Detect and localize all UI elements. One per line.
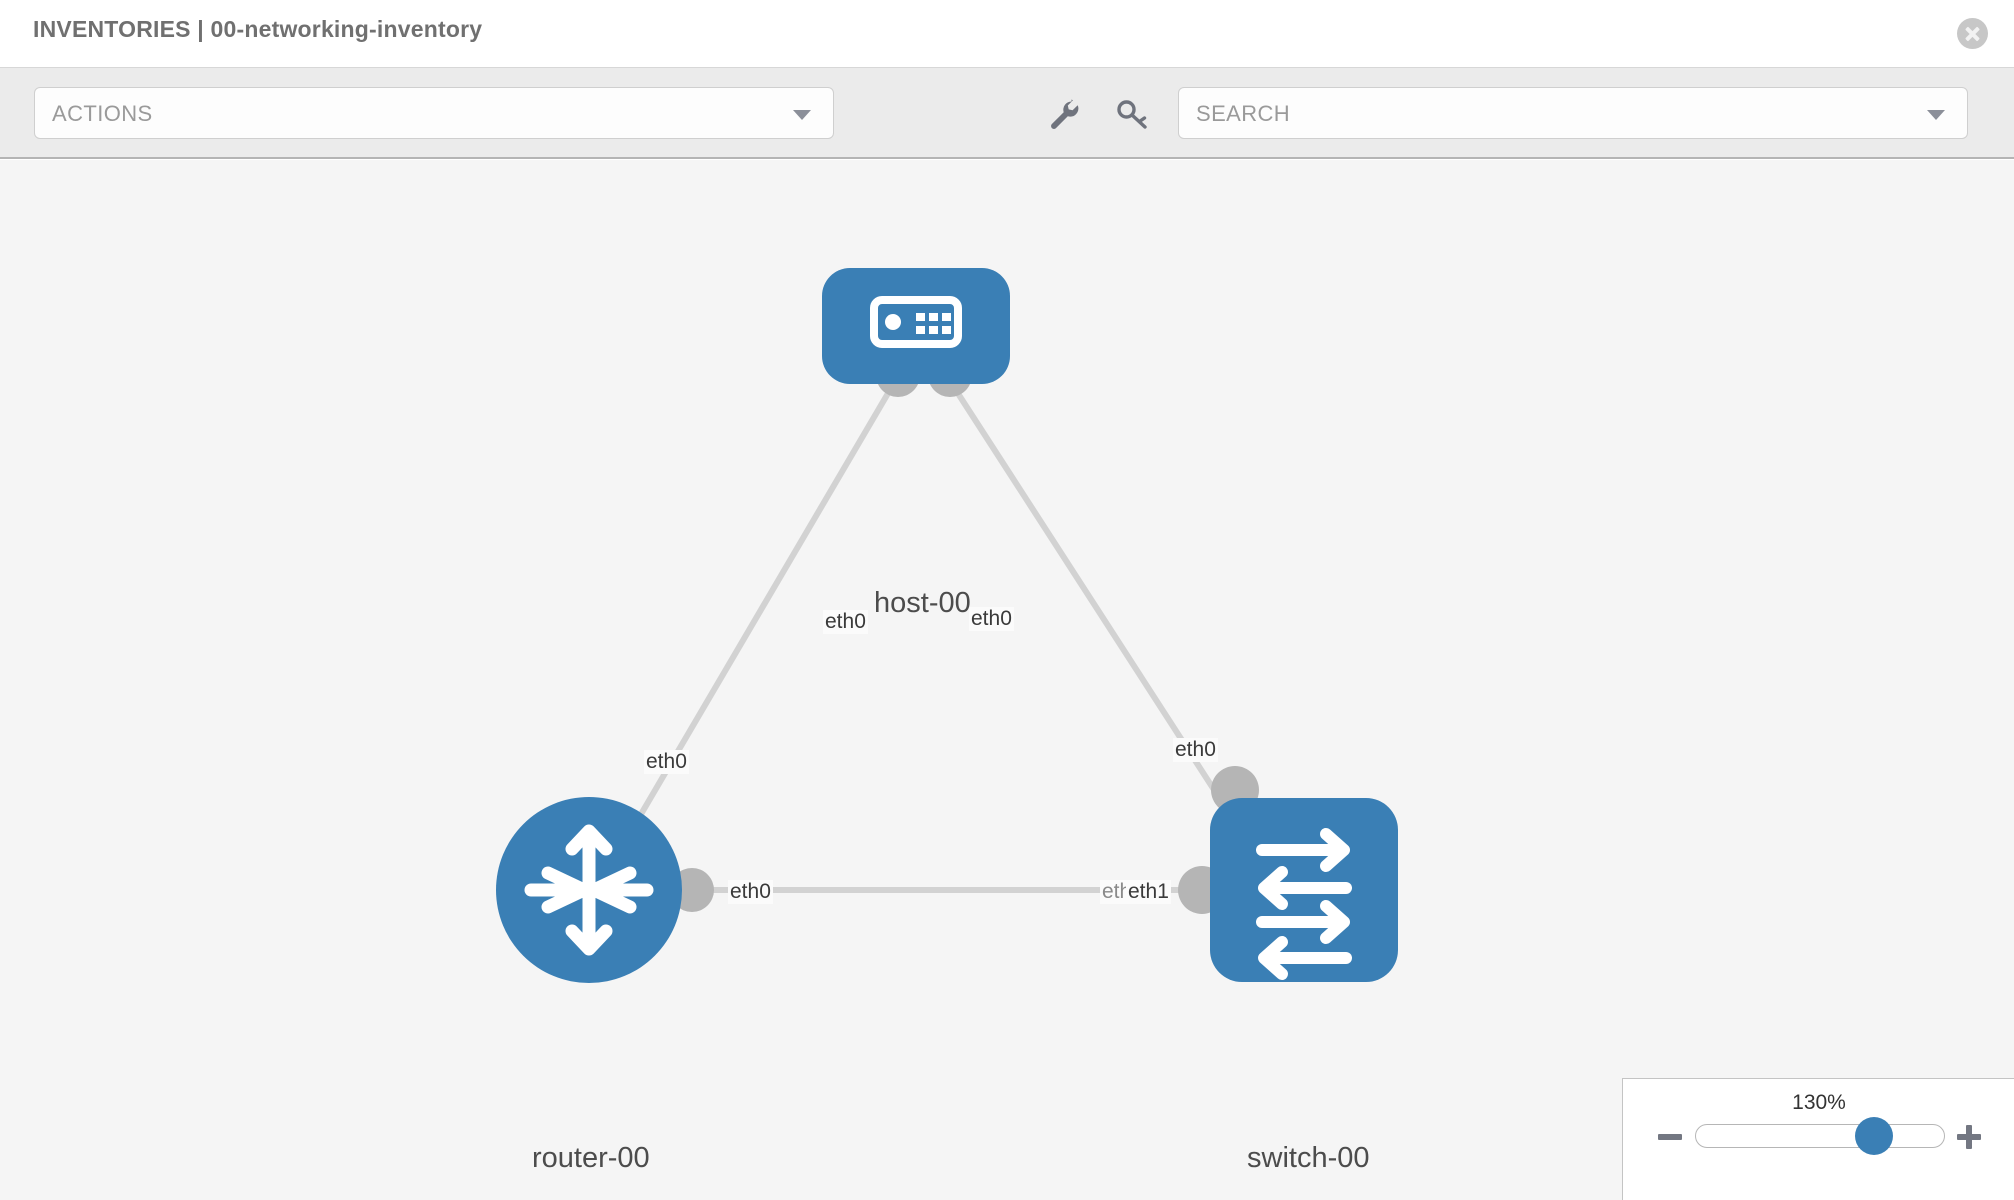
switch-arrows-icon (1256, 828, 1352, 980)
zoom-slider-track[interactable] (1695, 1124, 1945, 1148)
minus-icon[interactable] (1656, 1123, 1684, 1151)
zoom-level-value: 130% (1792, 1091, 1846, 1114)
actions-dropdown[interactable]: ACTIONS (34, 87, 834, 139)
iface-label-router-right: eth0 (728, 880, 773, 904)
topology-links (617, 376, 1243, 893)
node-switch-00 (1210, 798, 1398, 982)
node-label-host-00: host-00 (872, 587, 973, 620)
zoom-control-panel: 130% (1622, 1078, 2014, 1200)
plus-icon[interactable] (1955, 1123, 1983, 1151)
iface-label-switch-up: eth0 (1173, 738, 1218, 762)
wrench-icon[interactable] (1046, 96, 1082, 132)
page-title: INVENTORIES | 00-networking-inventory (33, 16, 483, 42)
search-input[interactable]: SEARCH (1178, 87, 1968, 139)
topology-canvas[interactable]: host-00 router-00 switch-00 eth0 eth0 et… (0, 160, 2014, 1200)
router-arrows-icon (524, 824, 654, 956)
server-icon (870, 296, 962, 348)
node-host-00 (822, 268, 1010, 384)
zoom-slider-handle[interactable] (1855, 1117, 1893, 1155)
toolbar: ACTIONS SEARCH (0, 68, 2014, 159)
chevron-down-icon[interactable] (1927, 110, 1945, 120)
iface-label-switch-left: eth1 (1126, 880, 1171, 904)
actions-dropdown-label: ACTIONS (52, 101, 153, 126)
topology-graph (496, 268, 1398, 983)
key-icon[interactable] (1114, 96, 1150, 132)
chevron-down-icon (793, 110, 811, 120)
node-label-router-00: router-00 (530, 1142, 652, 1175)
page-header: INVENTORIES | 00-networking-inventory (0, 0, 2014, 68)
node-router-00 (496, 797, 682, 983)
node-label-switch-00: switch-00 (1245, 1142, 1372, 1175)
link-host-switch (945, 376, 1243, 832)
close-icon[interactable] (1957, 18, 1988, 49)
iface-label-host-left: eth0 (823, 610, 868, 634)
iface-label-router-up: eth0 (644, 750, 689, 774)
iface-label-host-right: eth0 (969, 607, 1014, 631)
topology-endpoints (670, 353, 1259, 914)
search-placeholder: SEARCH (1196, 101, 1291, 126)
